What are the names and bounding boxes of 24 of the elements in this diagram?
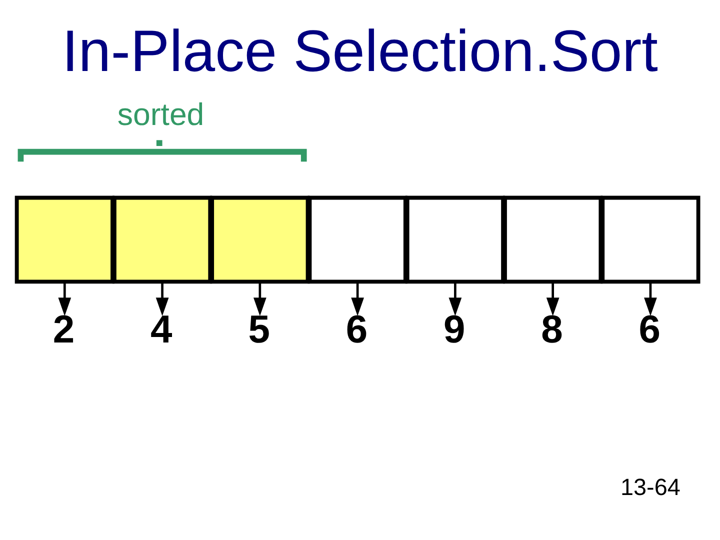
arrow — [58, 282, 72, 316]
node-text: 4 — [150, 308, 172, 352]
node-box — [405, 196, 505, 284]
node-text: 6 — [638, 308, 660, 352]
node-box — [308, 196, 408, 284]
node-text: 6 — [346, 308, 368, 352]
arrow — [351, 282, 364, 316]
arrow — [546, 282, 560, 316]
diagram-title: In-Place Selection.Sort — [62, 18, 658, 84]
node-box — [14, 196, 114, 284]
node-text: 9 — [443, 308, 466, 352]
node-text: 5 — [248, 308, 270, 352]
node-box — [503, 196, 603, 284]
node-box — [210, 196, 310, 284]
arrow — [644, 282, 657, 316]
arrow — [253, 282, 266, 316]
label: 13-64 — [620, 474, 680, 500]
node-text: 2 — [52, 308, 75, 352]
node-box — [112, 196, 212, 284]
label: sorted — [117, 97, 204, 132]
arrow — [448, 282, 462, 316]
node-text: 8 — [541, 308, 563, 352]
arrow — [156, 282, 169, 316]
node-box — [600, 196, 700, 284]
